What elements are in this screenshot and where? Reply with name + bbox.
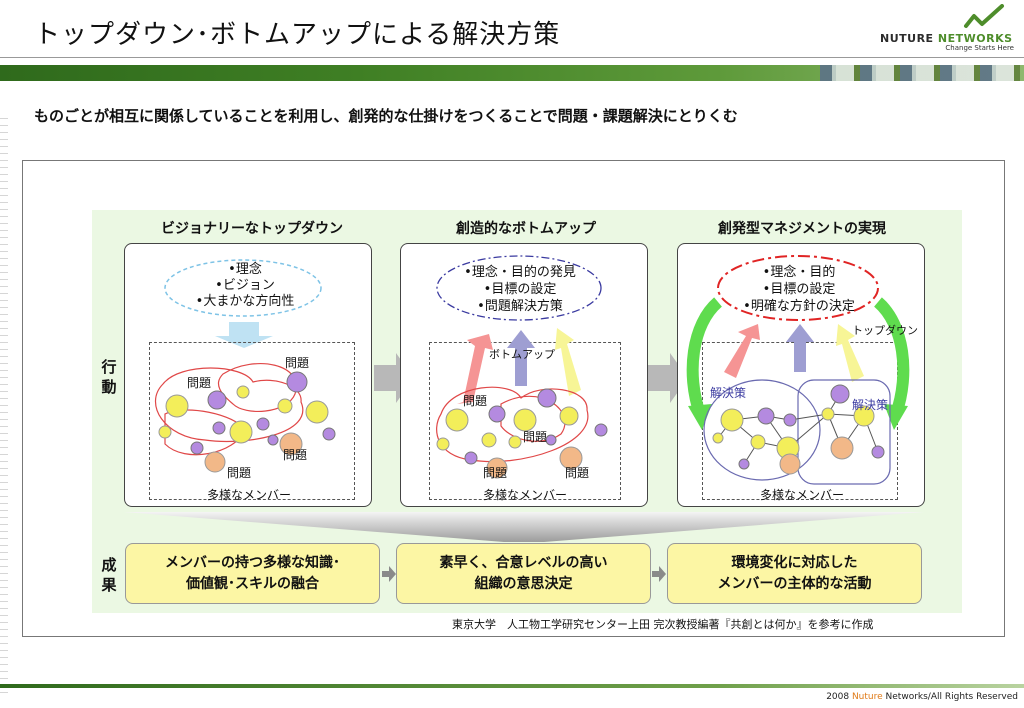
logo-tagline: Change Starts Here: [945, 44, 1014, 52]
members-label: 多様なメンバー: [482, 488, 567, 502]
logo-name: NUTURE NETWORKS: [880, 32, 1013, 45]
problem-label: 問題: [283, 448, 308, 462]
page-title: トップダウン･ボトムアップによる解決方策: [34, 20, 561, 50]
result-box-decision: 素早く、合意レベルの高い組織の意思決定: [396, 543, 651, 604]
problem-label: 問題: [483, 466, 508, 480]
copyright-notice: 2008 Nuture Networks/All Rights Reserved: [826, 692, 1018, 702]
result-arrow-icon: [382, 566, 396, 582]
bottomup-diagram: [436, 255, 602, 321]
header-rule: [0, 57, 1024, 58]
members-label: 多様なメンバー: [759, 488, 844, 502]
problem-label: 問題: [285, 356, 310, 370]
side-label-action: 行動: [101, 358, 117, 396]
topdown-network: [154, 363, 336, 473]
company-logo: NUTURE NETWORKS Change Starts Here: [878, 4, 1018, 54]
footer-bar: [0, 684, 1024, 688]
result-box-activity: 環境変化に対応したメンバーの主体的な活動: [667, 543, 922, 604]
topdown-box: •理念 •ビジョン •大まかな方向性 問題 問題 問題 問題 多様なメンバー: [124, 243, 372, 507]
goal-ellipse: [717, 255, 879, 321]
column-title-topdown: ビジョナリーなトップダウン: [161, 221, 343, 237]
source-citation: 東京大学 人工物工学研究センター上田 完次教授編著『共創とは何か』を参考に作成: [452, 618, 874, 631]
members-label: 多様なメンバー: [206, 488, 291, 502]
column-title-emergent: 創発型マネジメントの実現: [718, 221, 886, 237]
problem-label: 問題: [187, 376, 212, 390]
problem-label: 問題: [463, 394, 488, 408]
idea-ellipse: [436, 255, 602, 321]
problem-label: 問題: [523, 430, 548, 444]
slide-subtitle: ものごとが相互に関係していることを利用し、創発的な仕掛けをつくることで問題・課題…: [34, 107, 738, 125]
vision-text: •理念 •ビジョン •大まかな方向性: [195, 262, 295, 309]
left-ruler: [0, 118, 8, 698]
bottomup-network: [436, 328, 608, 479]
column-title-bottomup: 創造的なボトムアップ: [456, 221, 596, 237]
emergent-diagram: [686, 255, 910, 485]
solution-label: 解決策: [852, 398, 889, 412]
solution-label: 解決策: [710, 386, 747, 400]
result-box-knowledge: メンバーの持つ多様な知識･価値観･スキルの融合: [125, 543, 380, 604]
logo-swoosh-icon: [964, 4, 1004, 28]
problem-label: 問題: [565, 466, 590, 480]
topdown-member-area: [149, 342, 355, 500]
idea-text: •理念・目的の発見 •目標の設定 •問題解決方策: [464, 265, 576, 314]
down-arrow-shaft: [229, 322, 259, 336]
goal-text: •理念・目的 •目標の設定 •明確な方針の決定: [743, 265, 855, 314]
vision-ellipse: [164, 259, 322, 317]
side-label-result: 成果: [101, 556, 117, 594]
topdown-diagram: [164, 259, 322, 348]
header-bar-pattern: [820, 65, 1020, 81]
problem-label: 問題: [227, 466, 252, 480]
header-green-bar: [0, 65, 1024, 81]
convergence-funnel: [124, 512, 924, 542]
topdown-arrow-label: トップダウン: [852, 324, 918, 337]
result-arrow-icon: [652, 566, 666, 582]
bottomup-arrow-label: ボトムアップ: [489, 348, 555, 361]
bottomup-box: •理念・目的の発見 •目標の設定 •問題解決方策 ボトムアップ 問題 問題 問題…: [400, 243, 648, 507]
emergent-box: •理念・目的 •目標の設定 •明確な方針の決定 トップダウン 解決策 解決策 多…: [677, 243, 925, 507]
